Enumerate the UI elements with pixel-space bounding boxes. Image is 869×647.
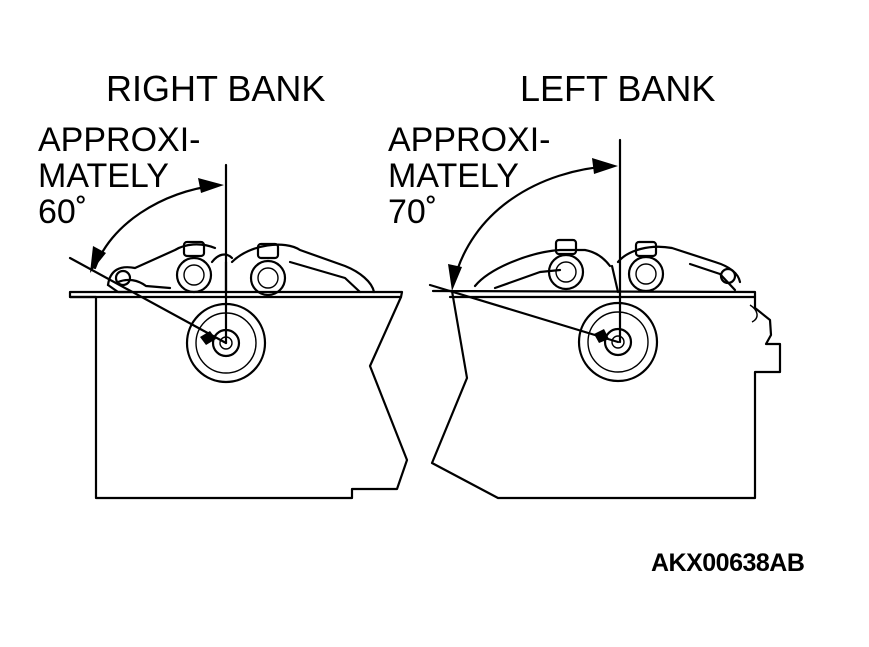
left-bank-angled-reference bbox=[428, 283, 620, 344]
right-bank-angle-line3: 60˚ bbox=[38, 193, 88, 231]
left-bank-angle-label: APPROXI- MATELY 70˚ bbox=[388, 122, 550, 230]
right-bank-arrowhead-top bbox=[198, 178, 224, 193]
right-bank-arrowhead-bottom bbox=[90, 246, 106, 273]
left-bank-arrowhead-top bbox=[592, 158, 618, 174]
left-bank-arrowhead-bottom bbox=[448, 264, 462, 291]
right-bank-angled-reference bbox=[68, 256, 228, 345]
left-bank-camshaft bbox=[577, 301, 659, 383]
right-bank-angle-line2: MATELY bbox=[38, 157, 169, 195]
right-bank-cylinder-head bbox=[68, 163, 409, 500]
right-bank-angle-line1: APPROXI- bbox=[38, 121, 201, 159]
right-bank-title: RIGHT BANK bbox=[106, 68, 326, 109]
left-bank-head-outline bbox=[430, 289, 782, 500]
left-bank-angle-line3: 70˚ bbox=[388, 193, 438, 231]
left-bank-title: LEFT BANK bbox=[520, 68, 716, 109]
right-bank-rocker-arms bbox=[106, 240, 376, 297]
left-bank-angle-line2: MATELY bbox=[388, 157, 519, 195]
left-bank-cylinder-head bbox=[428, 138, 782, 500]
figure-code: AKX00638AB bbox=[651, 549, 805, 577]
left-bank-rocker-arms bbox=[473, 238, 742, 294]
left-bank-angle-arc bbox=[451, 164, 614, 287]
left-bank-angle-line1: APPROXI- bbox=[388, 121, 551, 159]
right-bank-head-outline bbox=[68, 290, 409, 500]
right-bank-angle-label: APPROXI- MATELY 60˚ bbox=[38, 122, 200, 230]
